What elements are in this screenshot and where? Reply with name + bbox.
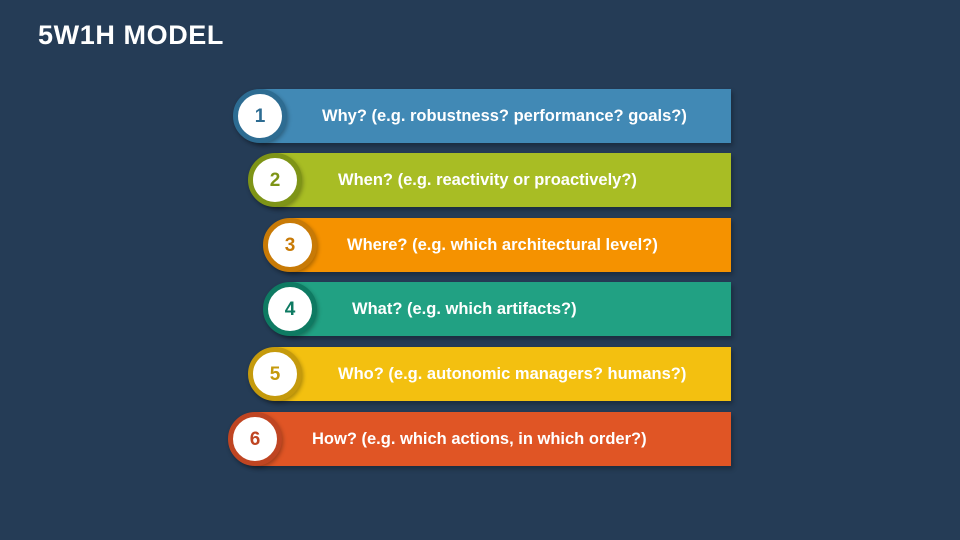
step-label: When? (e.g. reactivity or proactively?) <box>338 171 637 189</box>
step-row[interactable]: What? (e.g. which artifacts?) 4 <box>0 282 960 336</box>
step-number: 2 <box>269 169 281 191</box>
step-row[interactable]: Why? (e.g. robustness? performance? goal… <box>0 89 960 143</box>
step-number-badge[interactable]: 5 <box>248 347 302 401</box>
step-label: What? (e.g. which artifacts?) <box>352 300 577 318</box>
step-number-badge[interactable]: 3 <box>263 218 317 272</box>
step-number: 5 <box>269 363 281 385</box>
step-label: Why? (e.g. robustness? performance? goal… <box>322 107 687 125</box>
step-number-badge[interactable]: 2 <box>248 153 302 207</box>
step-number: 3 <box>284 234 296 256</box>
step-number-badge[interactable]: 1 <box>233 89 287 143</box>
step-row[interactable]: Who? (e.g. autonomic managers? humans?) 5 <box>0 347 960 401</box>
step-number-badge[interactable]: 6 <box>228 412 282 466</box>
step-label: Who? (e.g. autonomic managers? humans?) <box>338 365 687 383</box>
step-label: Where? (e.g. which architectural level?) <box>347 236 658 254</box>
step-number: 6 <box>249 428 261 450</box>
step-label: How? (e.g. which actions, in which order… <box>312 430 647 448</box>
step-number-badge[interactable]: 4 <box>263 282 317 336</box>
step-bar[interactable] <box>252 347 731 401</box>
step-bar[interactable] <box>267 218 731 272</box>
step-number: 1 <box>254 105 266 127</box>
step-bar[interactable] <box>252 153 731 207</box>
step-bar[interactable] <box>267 282 731 336</box>
step-bar[interactable] <box>232 412 731 466</box>
page-title: 5W1H MODEL <box>38 20 225 50</box>
step-bar[interactable] <box>237 89 731 143</box>
step-number: 4 <box>284 298 296 320</box>
step-row[interactable]: How? (e.g. which actions, in which order… <box>0 412 960 466</box>
step-row[interactable]: When? (e.g. reactivity or proactively?) 2 <box>0 153 960 207</box>
step-row[interactable]: Where? (e.g. which architectural level?)… <box>0 218 960 272</box>
